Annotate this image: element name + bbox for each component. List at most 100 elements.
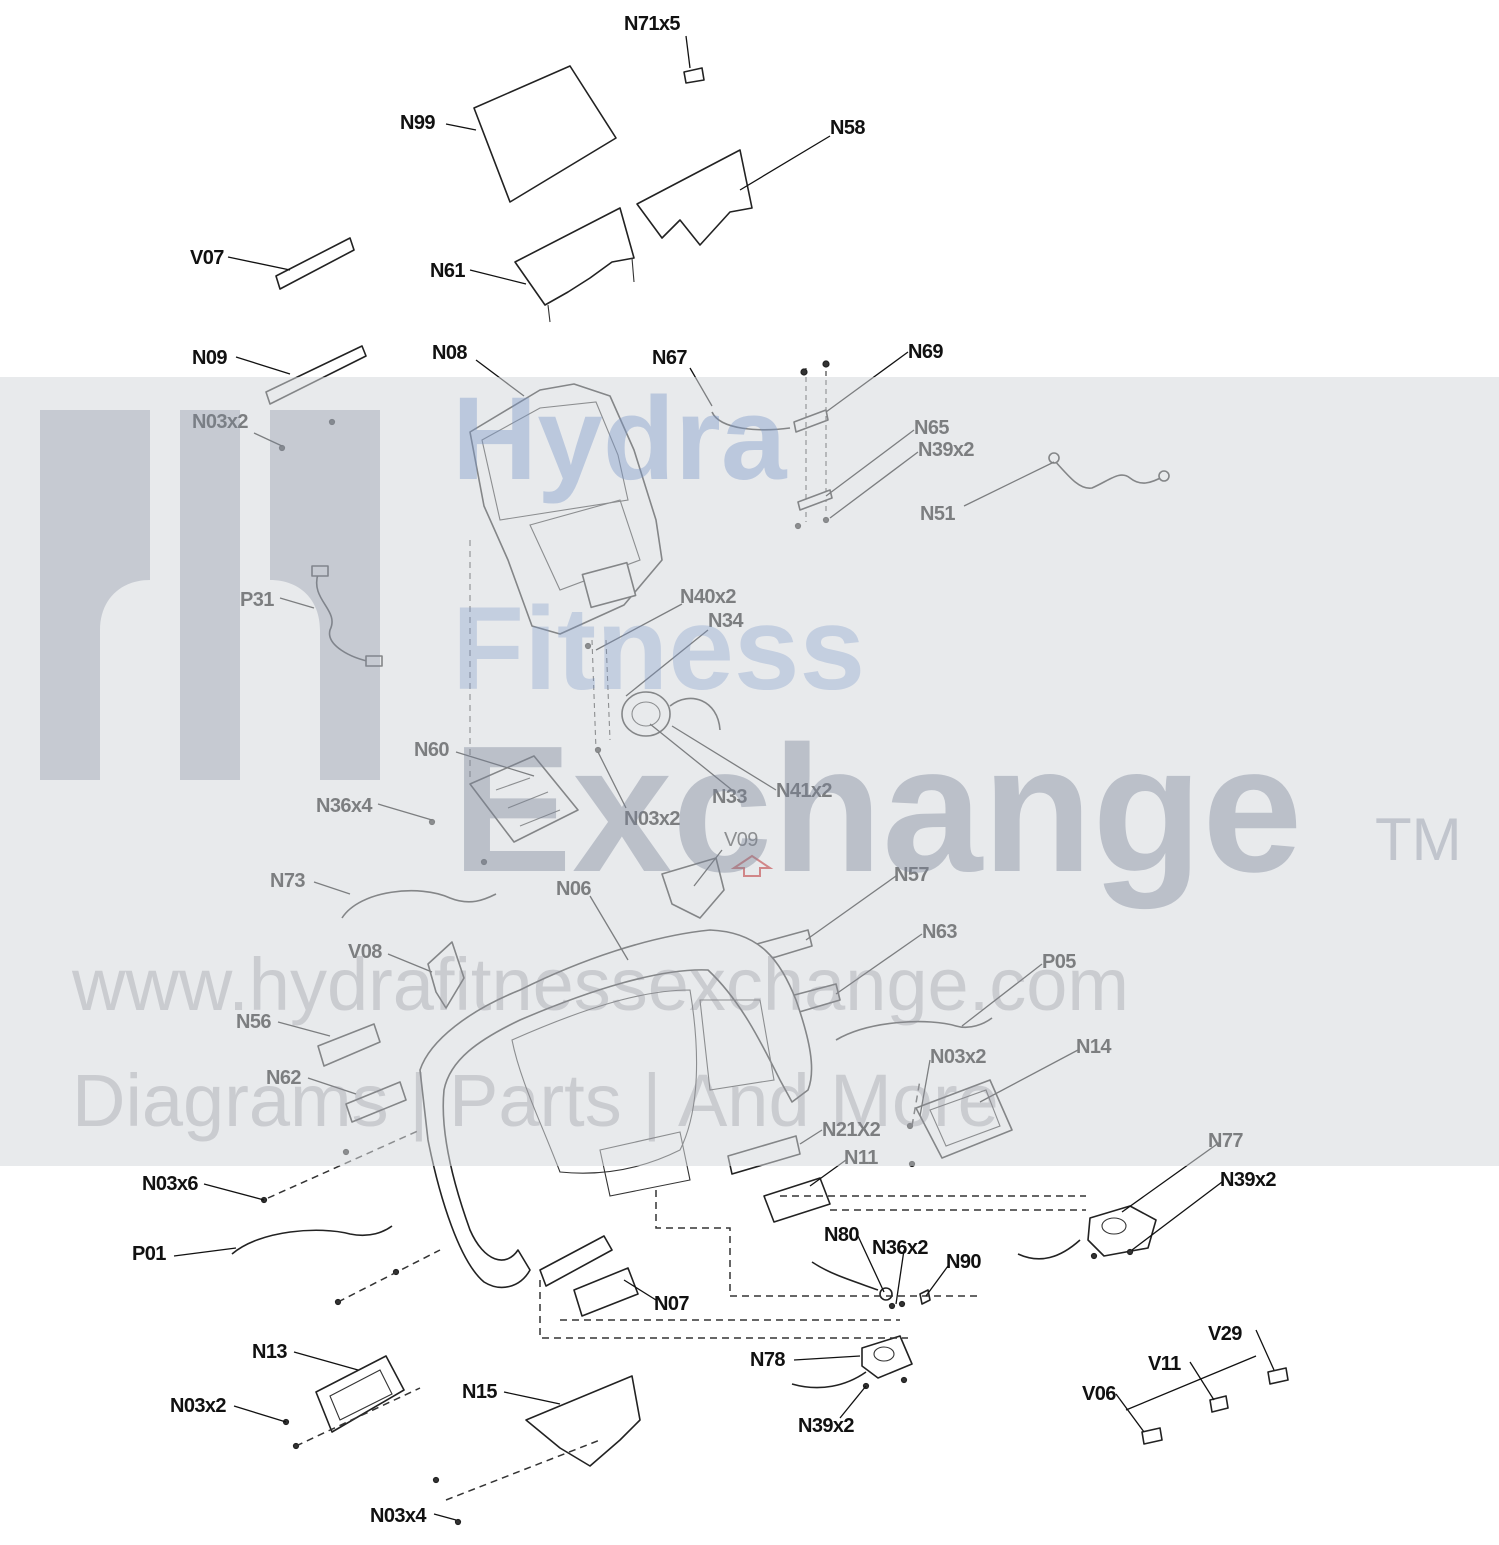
part-n51-end-a: [1048, 452, 1060, 464]
part-n11-button: [763, 1177, 831, 1223]
label-n06: N06: [556, 878, 591, 900]
label-n21x2: N21X2: [822, 1119, 881, 1141]
label-n67: N67: [652, 347, 687, 369]
part-n77-module: [1087, 1205, 1157, 1257]
part-n65-bar: [797, 489, 833, 511]
label-n60: N60: [414, 739, 449, 761]
label-n65: N65: [914, 417, 949, 439]
part-n51-end-b: [1158, 470, 1170, 482]
part-n58-overlay: [636, 149, 753, 246]
part-n78-wire: [791, 1371, 867, 1389]
part-p31-cable: [315, 573, 373, 663]
part-n34-guides: [591, 639, 611, 751]
part-n09-bar: [265, 345, 367, 405]
label-p31: P31: [240, 589, 274, 611]
label-v11: V11: [1148, 1353, 1181, 1375]
part-n56-overlay: [317, 1023, 381, 1067]
label-n73: N73: [270, 870, 305, 892]
part-n15-cover: [525, 1375, 641, 1467]
label-n90: N90: [946, 1251, 981, 1273]
label-n71x5: N71x5: [624, 13, 680, 35]
part-n51-cable: [1053, 459, 1165, 489]
part-n77-cone: [1101, 1217, 1127, 1235]
part-p31-connector-b: [365, 655, 383, 667]
part-n06-center-recess: [511, 989, 698, 1174]
red-callout-arrow-icon: [730, 854, 774, 877]
label-n78: N78: [750, 1349, 785, 1371]
part-n80-wire: [811, 1261, 879, 1291]
label-n03x2-a: N03x2: [192, 411, 248, 433]
part-n61-keypad: [514, 207, 635, 306]
label-n39x2-c: N39x2: [798, 1415, 854, 1437]
part-n34-wire: [669, 697, 721, 731]
label-n36x4: N36x4: [316, 795, 373, 817]
label-n77: N77: [1208, 1130, 1243, 1152]
label-n99: N99: [400, 112, 435, 134]
part-n73-cable: [341, 889, 497, 919]
part-n06-frame: [419, 929, 813, 1289]
label-v09: V09: [724, 829, 758, 851]
label-v07: V07: [190, 247, 224, 269]
label-n39x2-a: N39x2: [918, 439, 974, 461]
label-n40x2: N40x2: [680, 586, 736, 608]
label-n11: N11: [844, 1147, 878, 1169]
part-n77-wire: [1017, 1239, 1081, 1260]
part-v11-decal: [1209, 1395, 1229, 1413]
label-n51: N51: [920, 503, 955, 525]
part-n78-cone: [873, 1346, 895, 1362]
label-n63: N63: [922, 921, 957, 943]
part-n13-inner: [329, 1369, 393, 1421]
part-n07-button: [573, 1267, 639, 1317]
label-n14: N14: [1076, 1036, 1112, 1058]
label-n03x2-d: N03x2: [170, 1395, 226, 1417]
part-n71-clip: [683, 67, 705, 84]
part-v07-decal: [275, 237, 355, 290]
part-n99-lens: [473, 65, 617, 203]
label-p01: P01: [132, 1243, 166, 1265]
label-n13: N13: [252, 1341, 287, 1363]
label-n03x2-b: N03x2: [624, 808, 680, 830]
part-v29-decal: [1267, 1367, 1289, 1385]
label-v08: V08: [348, 941, 382, 963]
part-v09-decal: [661, 857, 725, 919]
label-n58-top: N58: [830, 117, 865, 139]
label-n62: N62: [266, 1067, 301, 1089]
part-n07-strip: [539, 1235, 613, 1287]
label-v29: V29: [1208, 1323, 1242, 1345]
part-n67-cable: [711, 411, 791, 431]
label-v06: V06: [1082, 1383, 1116, 1405]
label-n03x6: N03x6: [142, 1173, 198, 1195]
part-n60-board: [469, 755, 579, 843]
label-n03x2-c: N03x2: [930, 1046, 986, 1068]
label-n61: N61: [430, 260, 465, 282]
label-n41x2: N41x2: [776, 780, 832, 802]
label-n09: N09: [192, 347, 227, 369]
label-n03x4: N03x4: [370, 1505, 427, 1527]
part-n62-overlay: [345, 1081, 407, 1123]
label-n34: N34: [708, 610, 744, 632]
label-n69: N69: [908, 341, 943, 363]
label-n15: N15: [462, 1381, 497, 1403]
part-n21-overlay: [727, 1135, 801, 1175]
label-n33: N33: [712, 786, 747, 808]
part-p31-connector-a: [311, 565, 329, 577]
part-v06-decal: [1141, 1427, 1163, 1445]
label-n56: N56: [236, 1011, 271, 1033]
label-n36x2: N36x2: [872, 1237, 928, 1259]
parts-layer: [231, 65, 1289, 1526]
assembly-dashed-lines: [267, 1079, 1086, 1501]
part-n78-module: [861, 1335, 913, 1379]
label-n80: N80: [824, 1224, 859, 1246]
part-n69-bracket: [793, 409, 829, 433]
part-n80-hub: [879, 1287, 893, 1301]
part-p01-cable: [231, 1225, 393, 1255]
label-n07: N07: [654, 1293, 689, 1315]
label-n57: N57: [894, 864, 929, 886]
label-n08: N08: [432, 342, 467, 364]
part-n34-speaker: [621, 691, 671, 737]
part-v08-decal: [427, 941, 465, 1009]
label-p05: P05: [1042, 951, 1076, 973]
part-n61-tails: [547, 257, 635, 323]
